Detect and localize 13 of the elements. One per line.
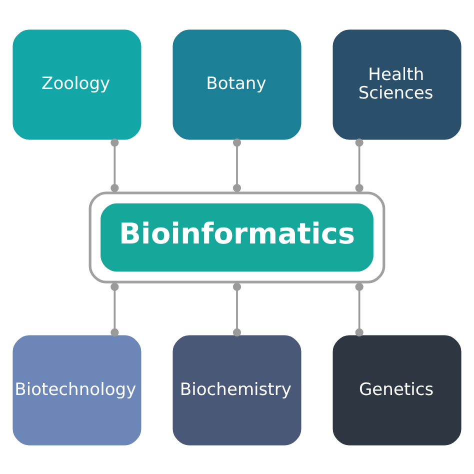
node-box: Botany [172, 29, 302, 140]
node-box: Biochemistry [172, 334, 302, 445]
node-box: Health Sciences [332, 29, 462, 140]
connector [110, 282, 119, 336]
connector [355, 138, 364, 192]
node-box: Bioinformatics [88, 191, 386, 283]
connector [355, 282, 364, 336]
node-box: Genetics [332, 334, 462, 445]
connector [232, 138, 242, 192]
connector [110, 138, 119, 192]
connector [232, 282, 242, 336]
node-box: Zoology [12, 29, 142, 140]
node-box: Biotechnology [12, 334, 142, 445]
